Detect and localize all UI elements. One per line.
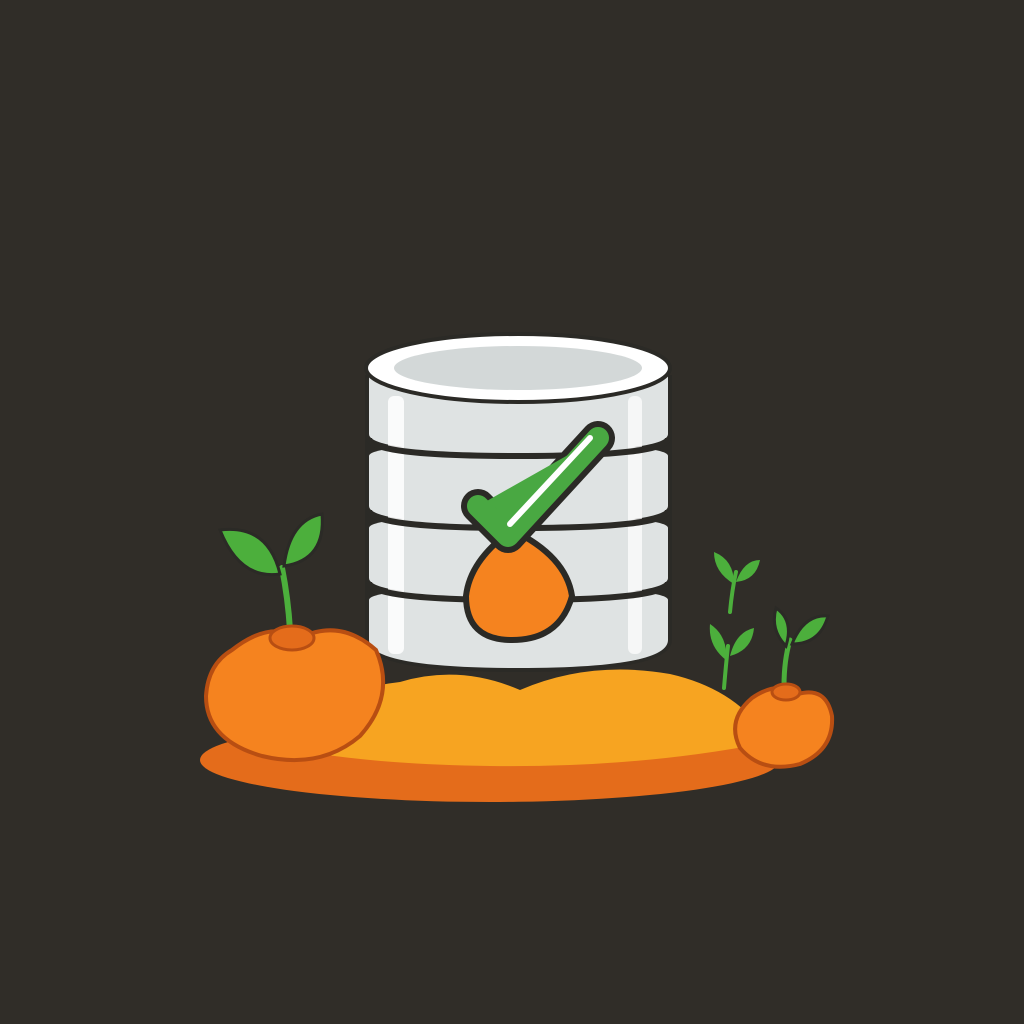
sprout-1-leaf-a (714, 552, 734, 584)
sprout-1-leaf-b (736, 560, 760, 582)
fruit-left-cap (268, 624, 316, 652)
checkmark-highlight (507, 435, 593, 527)
seed-shape (462, 526, 576, 644)
fruit-right-cap (770, 682, 802, 702)
sprout-2-leaf-b (730, 628, 754, 656)
sprout-2-leaf-a (709, 624, 727, 660)
sprout-leaf-right-a (772, 605, 790, 649)
sprout-leaf-left-a (217, 527, 282, 577)
fruit-icon-right (733, 605, 835, 769)
sprout-leaf-right-b (789, 614, 830, 646)
sprout-stem-left (279, 565, 293, 633)
sprout-1-stem (728, 570, 738, 614)
checkmark-icon (461, 421, 615, 553)
sprout-leaf-left-b (282, 512, 324, 568)
sprout-stem-right (781, 637, 793, 689)
sprout-icon-1 (714, 552, 760, 614)
seed-icon (462, 526, 576, 644)
database-top-inner (394, 346, 642, 390)
sprout-2-stem (722, 644, 730, 690)
sprout-icon-2 (709, 624, 754, 690)
database-separator-1 (366, 437, 671, 460)
fruit-icon-left (203, 512, 386, 763)
